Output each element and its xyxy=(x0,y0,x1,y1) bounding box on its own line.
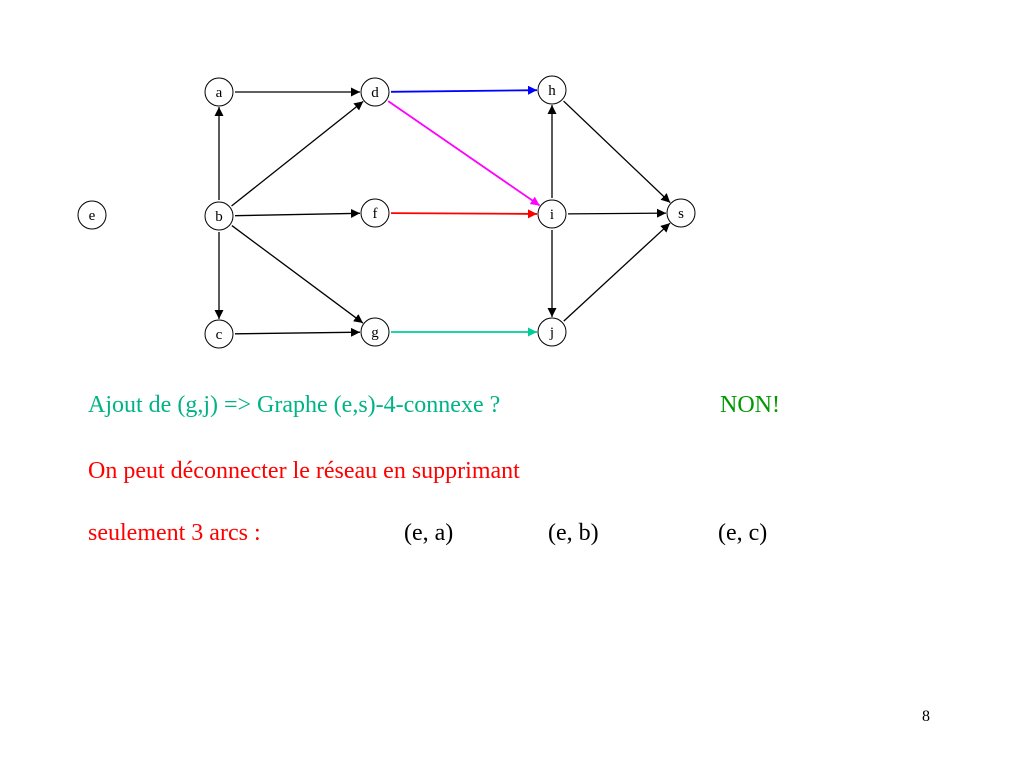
node-c: c xyxy=(204,319,234,349)
node-label-g: g xyxy=(371,325,379,341)
arc-ec: (e, c) xyxy=(718,519,767,547)
edge-b-g xyxy=(231,225,364,324)
node-label-d: d xyxy=(371,85,379,101)
arcs-label: seulement 3 arcs : xyxy=(88,520,261,546)
edge-d-h xyxy=(390,85,538,95)
node-label-b: b xyxy=(215,209,223,225)
node-circle-i xyxy=(537,199,567,229)
edge-h-s xyxy=(563,100,671,204)
node-label-a: a xyxy=(216,85,223,101)
explanation-line-2: seulement 3 arcs : xyxy=(88,519,261,547)
node-circle-s xyxy=(666,198,696,228)
edge-i-s xyxy=(567,208,667,218)
node-e: e xyxy=(77,200,107,230)
edge-b-f xyxy=(234,208,361,218)
arc-ea: (e, a) xyxy=(404,519,453,547)
node-i: i xyxy=(537,199,567,229)
question-text: Ajout de (g,j) => Graphe (e,s)-4-connexe… xyxy=(88,392,501,418)
node-g: g xyxy=(360,317,390,347)
node-h: h xyxy=(537,75,567,105)
edge-b-d xyxy=(231,100,364,207)
node-label-i: i xyxy=(550,207,554,223)
arc-eb-text: (e, b) xyxy=(548,520,599,546)
page-number: 8 xyxy=(922,708,930,725)
node-j: j xyxy=(537,317,567,347)
answer-line: NON! xyxy=(720,391,780,419)
node-label-e: e xyxy=(89,208,96,224)
edges xyxy=(214,85,671,337)
explanation-line-1: On peut déconnecter le réseau en supprim… xyxy=(88,457,520,485)
node-circle-h xyxy=(537,75,567,105)
edge-f-i xyxy=(390,209,538,219)
node-label-s: s xyxy=(678,206,684,222)
edge-d-i xyxy=(387,100,541,207)
edge-c-g xyxy=(234,327,361,337)
node-circle-d xyxy=(360,77,390,107)
node-circle-f xyxy=(360,198,390,228)
node-label-f: f xyxy=(373,206,378,222)
node-circle-g xyxy=(360,317,390,347)
node-label-c: c xyxy=(216,327,223,343)
node-label-h: h xyxy=(548,83,556,99)
node-s: s xyxy=(666,198,696,228)
node-f: f xyxy=(360,198,390,228)
arc-eb: (e, b) xyxy=(548,519,599,547)
answer-text: NON! xyxy=(720,392,780,418)
node-circle-a xyxy=(204,77,234,107)
nodes: a d h e b f i s c g j xyxy=(77,75,696,349)
node-circle-j xyxy=(537,317,567,347)
node-circle-b xyxy=(204,201,234,231)
node-b: b xyxy=(204,201,234,231)
node-a: a xyxy=(204,77,234,107)
node-circle-e xyxy=(77,200,107,230)
edge-j-s xyxy=(563,222,671,322)
question-line: Ajout de (g,j) => Graphe (e,s)-4-connexe… xyxy=(88,391,500,419)
arc-ea-text: (e, a) xyxy=(404,520,454,546)
arc-ec-text: (e, c) xyxy=(718,520,768,546)
node-circle-c xyxy=(204,319,234,349)
node-d: d xyxy=(360,77,390,107)
node-label-j: j xyxy=(549,325,554,341)
explanation-text: On peut déconnecter le réseau en supprim… xyxy=(88,458,520,484)
